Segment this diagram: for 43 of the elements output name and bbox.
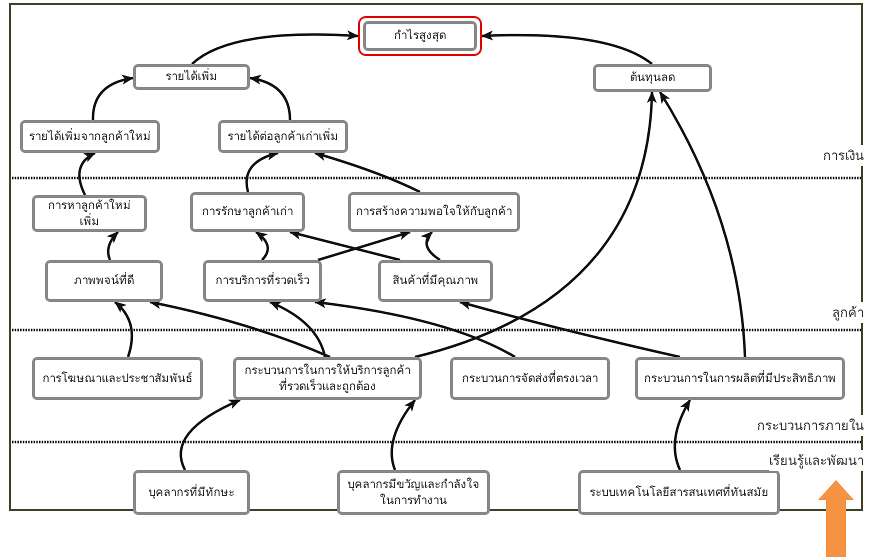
- arrow: [191, 30, 359, 65]
- arrow: [314, 151, 421, 194]
- process-box: บุคลากรที่มีทักษะ: [133, 470, 250, 515]
- arrow: [106, 231, 119, 260]
- process-box: การสร้างความพอใจให้กับลูกค้า: [348, 192, 520, 232]
- arrow: [92, 75, 134, 120]
- arrow: [420, 231, 441, 262]
- arrow: [180, 398, 241, 470]
- arrow: [674, 399, 692, 470]
- process-box: รายได้เพิ่ม: [133, 64, 250, 90]
- arrow: [318, 230, 411, 262]
- arrow: [245, 151, 279, 192]
- arrow: [414, 91, 656, 358]
- arrow: [269, 300, 326, 358]
- process-box: ต้นทุนลด: [593, 64, 712, 92]
- arrow: [78, 152, 96, 196]
- process-box: รายได้ต่อลูกค้าเก่าเพิ่ม: [218, 120, 348, 153]
- layer-label: การเงิน: [823, 145, 864, 166]
- process-box: กระบวนการในการให้บริการลูกค้า ที่รวดเร็วและถูกต้อง: [233, 357, 422, 400]
- layer-label: กระบวนการภายใน: [757, 415, 864, 436]
- arrow: [459, 300, 680, 358]
- process-box: การรักษาลูกค้าเก่า: [190, 192, 305, 232]
- arrow: [390, 399, 416, 470]
- arrow: [481, 30, 653, 66]
- process-box: ระบบเทคโนโลยีสารสนเทศที่ทันสมัย: [578, 470, 780, 515]
- arrow: [658, 91, 746, 358]
- process-box: การโฆษณาและประชาสัมพันธ์: [32, 357, 203, 400]
- layer-label: เรียนรู้และพัฒนา: [769, 450, 864, 471]
- process-box: บุคลากรมีขวัญและกำลังใจ ในการทำงาน: [337, 470, 490, 515]
- process-box: ภาพพจน์ที่ดี: [45, 260, 163, 302]
- process-box: การหาลูกค้าใหม่เพิ่ม: [32, 195, 147, 232]
- arrow: [249, 75, 292, 120]
- layer-label: ลูกค้า: [832, 302, 864, 323]
- process-box: กระบวนการในการผลิตที่มีประสิทธิภาพ: [635, 357, 845, 400]
- arrow: [114, 301, 134, 358]
- process-box: การบริการที่รวดเร็ว: [203, 260, 322, 302]
- process-box: รายได้เพิ่มจากลูกค้าใหม่: [20, 120, 160, 153]
- arrow: [149, 299, 330, 358]
- process-box: กระบวนการจัดส่งที่ตรงเวลา: [450, 357, 610, 400]
- arrow: [314, 298, 516, 358]
- process-box: สินค้าที่มีคุณภาพ: [378, 260, 493, 302]
- goal-box: กำไรสูงสุด: [363, 21, 477, 51]
- arrow: [289, 230, 400, 262]
